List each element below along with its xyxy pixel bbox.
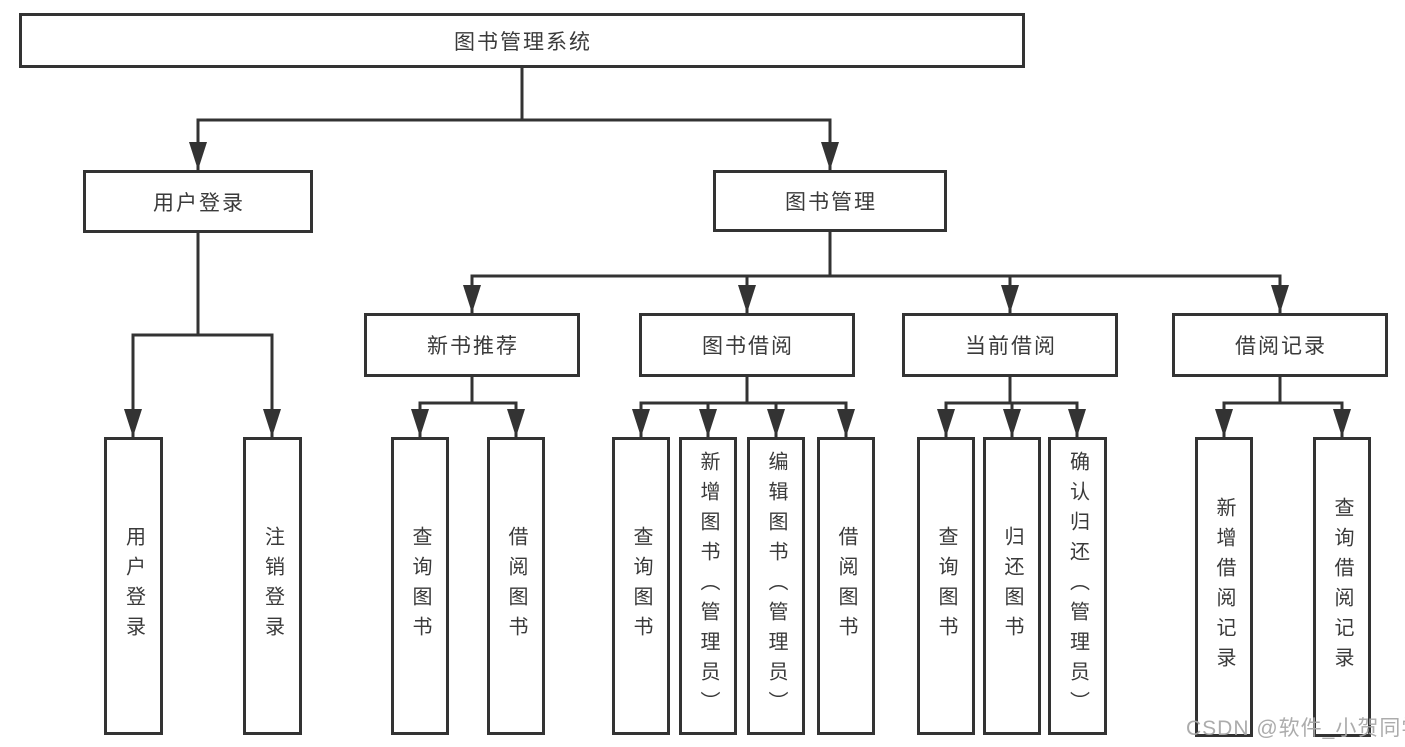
node-root: 图书管理系统 [19, 13, 1025, 68]
leaf-records-query-borrow-record-label: 查询借阅记录 [1331, 497, 1353, 677]
node-book-borrowing-label: 图书借阅 [702, 335, 794, 358]
leaf-user-login-label: 用户登录 [122, 526, 145, 646]
csdn-watermark: CSDN @软件_小贺同学 [1186, 717, 1405, 740]
node-borrow-records: 借阅记录 [1172, 313, 1388, 377]
leaf-current-confirm-return-admin-label: 确认归还（管理员） [1066, 451, 1089, 721]
leaf-borrowing-edit-book-admin-label: 编辑图书（管理员） [765, 451, 787, 721]
node-user-login: 用户登录 [83, 170, 313, 233]
leaf-borrowing-edit-book-admin: 编辑图书（管理员） [747, 437, 805, 735]
leaf-records-query-borrow-record: 查询借阅记录 [1313, 437, 1371, 737]
node-new-book-recommend-label: 新书推荐 [427, 335, 519, 358]
leaf-recommend-query-book: 查询图书 [391, 437, 449, 735]
leaf-current-return-book: 归还图书 [983, 437, 1041, 735]
node-book-borrowing: 图书借阅 [639, 313, 855, 377]
node-user-login-label: 用户登录 [153, 191, 245, 215]
leaf-recommend-query-book-label: 查询图书 [409, 526, 431, 646]
leaf-logout-login-label: 注销登录 [261, 526, 284, 646]
leaf-current-query-book-label: 查询图书 [935, 526, 957, 646]
node-new-book-recommend: 新书推荐 [364, 313, 580, 377]
node-book-management-label: 图书管理 [785, 191, 877, 214]
leaf-user-login: 用户登录 [104, 437, 163, 735]
leaf-logout-login: 注销登录 [243, 437, 302, 735]
node-current-borrowing: 当前借阅 [902, 313, 1118, 377]
leaf-current-query-book: 查询图书 [917, 437, 975, 735]
leaf-borrowing-add-book-admin-label: 新增图书（管理员） [697, 451, 719, 721]
leaf-borrowing-query-book: 查询图书 [612, 437, 670, 735]
leaf-records-add-borrow-record: 新增借阅记录 [1195, 437, 1253, 737]
node-root-label: 图书管理系统 [454, 30, 592, 54]
leaf-borrowing-query-book-label: 查询图书 [630, 526, 652, 646]
leaf-records-add-borrow-record-label: 新增借阅记录 [1213, 497, 1235, 677]
leaf-current-return-book-label: 归还图书 [1001, 526, 1023, 646]
node-current-borrowing-label: 当前借阅 [965, 335, 1057, 358]
leaf-borrowing-borrow-book: 借阅图书 [817, 437, 875, 735]
node-borrow-records-label: 借阅记录 [1235, 335, 1327, 358]
leaf-recommend-borrow-book-label: 借阅图书 [505, 526, 527, 646]
leaf-recommend-borrow-book: 借阅图书 [487, 437, 545, 735]
leaf-borrowing-borrow-book-label: 借阅图书 [835, 526, 857, 646]
leaf-current-confirm-return-admin: 确认归还（管理员） [1048, 437, 1107, 735]
node-book-management: 图书管理 [713, 170, 947, 232]
leaf-borrowing-add-book-admin: 新增图书（管理员） [679, 437, 737, 735]
